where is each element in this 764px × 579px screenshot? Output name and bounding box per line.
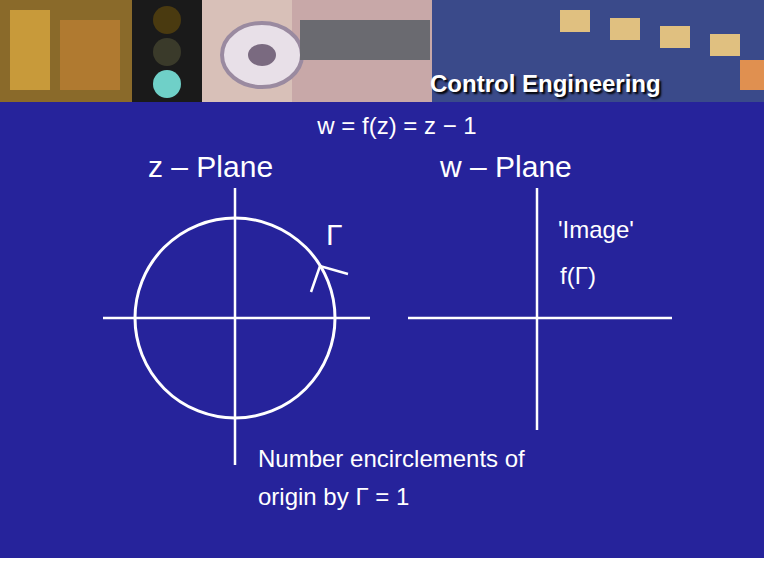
banner-photo xyxy=(0,0,132,102)
banner-photo xyxy=(710,34,740,56)
image-label: f(Γ) xyxy=(560,262,596,290)
plane-heading: z – Plane xyxy=(148,150,273,185)
direction-arrow xyxy=(311,266,348,292)
banner-photo xyxy=(660,26,690,48)
banner-photo xyxy=(610,18,640,40)
banner-photo xyxy=(202,0,432,102)
slide-ground xyxy=(0,102,764,558)
traffic-light-lamp xyxy=(153,38,181,66)
imaginary-axis xyxy=(536,188,539,430)
contour-label: Γ xyxy=(326,218,343,253)
banner-photo xyxy=(10,10,50,90)
plane-heading: w – Plane xyxy=(440,150,572,185)
slide-title: w = f(z) = z − 1 xyxy=(0,112,764,140)
traffic-light-lamp xyxy=(153,6,181,34)
banner-photo xyxy=(560,10,590,32)
disk-photo xyxy=(222,23,302,87)
traffic-light xyxy=(132,0,202,102)
image-label: 'Image' xyxy=(558,216,634,244)
real-axis xyxy=(408,317,672,320)
disk-photo xyxy=(248,44,276,66)
banner-photo xyxy=(740,60,764,90)
real-axis xyxy=(103,317,370,320)
banner xyxy=(0,0,764,102)
imaginary-axis xyxy=(234,188,237,465)
banner-photo xyxy=(300,20,430,60)
banner-photo xyxy=(60,20,120,90)
note-text: Number encirclements of origin by Γ = 1 xyxy=(258,440,558,517)
banner-title: Control Engineering xyxy=(430,70,661,98)
traffic-light-lamp xyxy=(153,70,181,98)
